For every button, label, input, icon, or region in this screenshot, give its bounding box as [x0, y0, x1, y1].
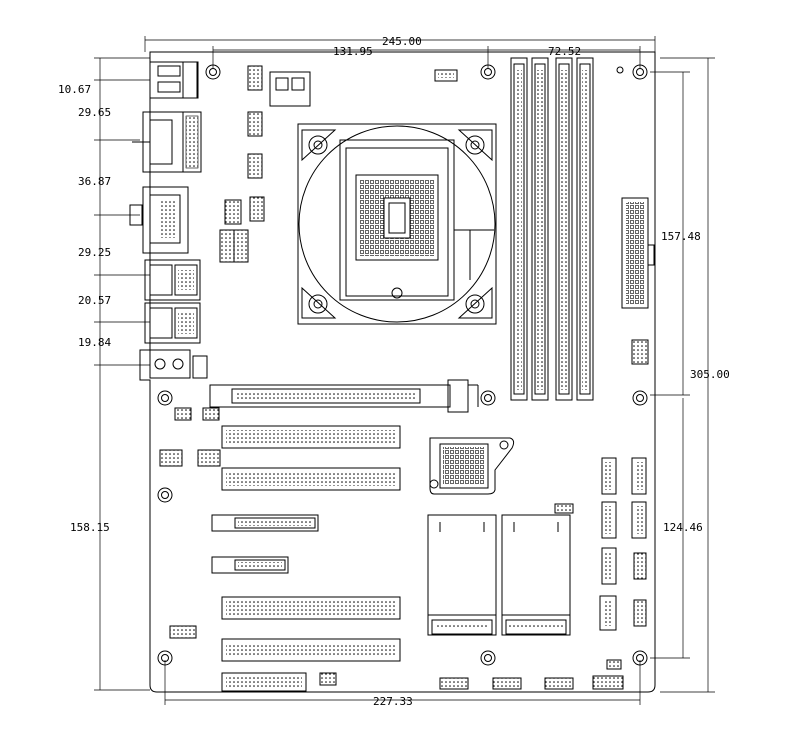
- dimm-slot: [531, 57, 549, 401]
- sata-connector: [601, 501, 617, 539]
- mounting-hole: [632, 64, 648, 80]
- bottom-header: [221, 672, 307, 692]
- pcie-x1-slot: [211, 556, 289, 574]
- audio-jacks: [149, 349, 208, 379]
- dim-bottom-width: 227.33: [373, 695, 413, 708]
- mounting-hole: [157, 487, 173, 503]
- sata-connector: [601, 457, 617, 495]
- expansion-slots: [209, 379, 479, 692]
- dim-left-6: 19.84: [78, 336, 111, 349]
- pci-slot: [221, 638, 401, 662]
- dim-left-3: 36.87: [78, 175, 111, 188]
- sata-connector: [631, 457, 647, 495]
- sata-connectors: [599, 457, 647, 631]
- dim-right-upper: 157.48: [661, 230, 701, 243]
- pcie-x16-slot: [209, 379, 479, 413]
- pcie-x4-slot: [211, 514, 319, 532]
- dimm-slots: [510, 57, 594, 401]
- lan-usb-port: [144, 259, 201, 301]
- pin-headers: [159, 65, 649, 690]
- lan-usb-port: [144, 302, 201, 344]
- dim-top-width: 245.00: [382, 35, 422, 48]
- sata-connector: [601, 547, 617, 585]
- dim-top-mid: 131.95: [333, 45, 373, 58]
- dim-left-5: 20.57: [78, 294, 111, 307]
- dim-left-bottom: 158.15: [70, 521, 110, 534]
- mounting-hole: [157, 390, 173, 406]
- cpu-socket: [297, 123, 497, 325]
- dimm-slot: [576, 57, 594, 401]
- pci-slot: [221, 596, 401, 620]
- rear-io-connectors: [129, 61, 208, 379]
- pci-slot: [221, 425, 401, 449]
- usb-stack: [149, 61, 199, 99]
- chipset: [429, 437, 515, 495]
- mini-pcie-slot: [427, 514, 497, 636]
- dimension-labels: 245.00 131.95 72.52 10.67 29.65 36.87 29…: [58, 35, 730, 708]
- pci-slot: [221, 467, 401, 491]
- mounting-hole: [480, 650, 496, 666]
- mounting-hole: [632, 390, 648, 406]
- mounting-hole: [157, 650, 173, 666]
- mini-pcie-slot: [501, 514, 571, 636]
- dim-right-total: 305.00: [690, 368, 730, 381]
- serial-port: [132, 111, 202, 173]
- mini-pcie-slots: [427, 514, 571, 636]
- vga-port: [129, 186, 189, 254]
- dim-left-1: 10.67: [58, 83, 91, 96]
- dim-top-right: 72.52: [548, 45, 581, 58]
- atx-power-connector: [621, 197, 655, 309]
- board-outline: [139, 51, 656, 693]
- dim-left-4: 29.25: [78, 246, 111, 259]
- dimension-lines: [94, 36, 715, 705]
- dimm-slot: [510, 57, 528, 401]
- mounting-hole: [205, 64, 221, 80]
- mounting-hole: [480, 64, 496, 80]
- mounting-holes: [157, 64, 648, 666]
- dim-right-lower: 124.46: [663, 521, 703, 534]
- mounting-hole: [480, 390, 496, 406]
- sata-connector: [631, 501, 647, 539]
- mounting-hole: [632, 650, 648, 666]
- dim-left-2: 29.65: [78, 106, 111, 119]
- dimm-slot: [555, 57, 573, 401]
